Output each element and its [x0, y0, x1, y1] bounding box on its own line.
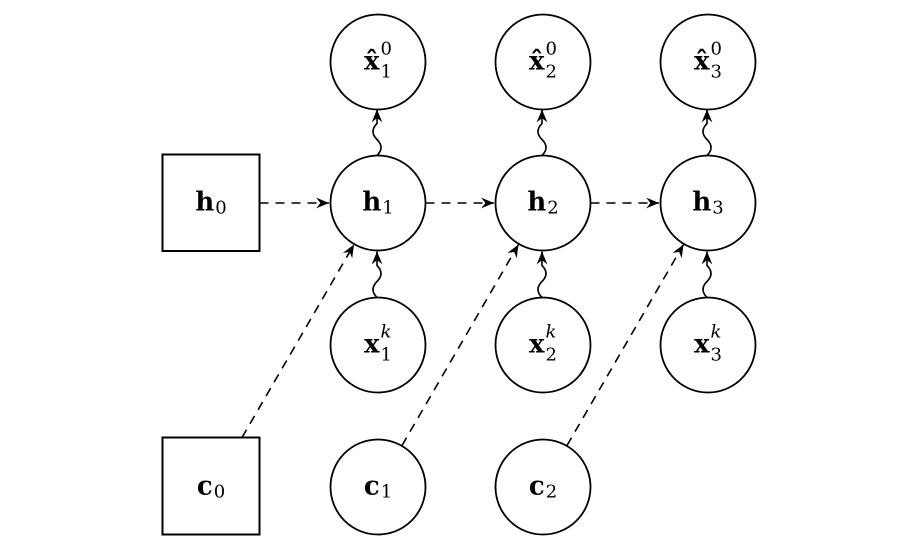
edge-h2-xhat2 [536, 109, 548, 157]
xk2-base: x [529, 329, 545, 360]
c2-base: c [528, 471, 545, 502]
xk2-circle [494, 296, 592, 394]
xhat1-base: x̂ [364, 46, 380, 77]
edge-xk2-h2 [536, 251, 548, 299]
c1-base: c [363, 471, 380, 502]
edge-c1-h2 [401, 244, 520, 446]
xk1-sup: k [380, 321, 392, 343]
h0-base: h [195, 187, 215, 218]
xhat2-sub: 2 [545, 61, 557, 83]
xk3-sub: 3 [710, 344, 722, 366]
h0-sub: 0 [215, 197, 227, 219]
xhat2-base: x̂ [529, 46, 545, 77]
xhat3-sup: 0 [710, 38, 722, 60]
c0-base: c [196, 471, 213, 502]
c0-square [161, 436, 261, 536]
c1-sub: 1 [380, 481, 393, 503]
xhat3-base: x̂ [694, 46, 710, 77]
h2-base: h [527, 187, 547, 218]
xk1-circle [329, 296, 427, 394]
xk3-circle [659, 296, 757, 394]
edge-c0-h1 [241, 244, 355, 438]
edge-c2-h3 [566, 244, 685, 446]
edge-h3-xhat3 [701, 109, 713, 157]
h1-base: h [362, 187, 382, 218]
xk1-base: x [364, 329, 380, 360]
c2-sub: 2 [545, 481, 558, 503]
h1-sub: 1 [382, 197, 394, 219]
xhat1-sub: 1 [380, 61, 392, 83]
xk2-sub: 2 [545, 344, 557, 366]
c1-circle [329, 438, 427, 536]
xhat2-sup: 0 [545, 38, 557, 60]
edge-xk1-h1 [371, 251, 383, 299]
xhat1-sup: 0 [380, 38, 392, 60]
xk3-sup: k [710, 321, 722, 343]
c2-circle [494, 438, 592, 536]
h3-sub: 3 [712, 197, 724, 219]
edge-h1-xhat1 [371, 109, 383, 157]
xhat3-sub: 3 [710, 61, 722, 83]
c0-sub: 0 [213, 481, 226, 503]
h2-sub: 2 [547, 197, 559, 219]
xk2-sup: k [545, 321, 557, 343]
xk3-base: x [694, 329, 710, 360]
xk1-sub: 1 [380, 344, 392, 366]
h3-base: h [692, 187, 712, 218]
edge-xk3-h3 [701, 251, 713, 299]
